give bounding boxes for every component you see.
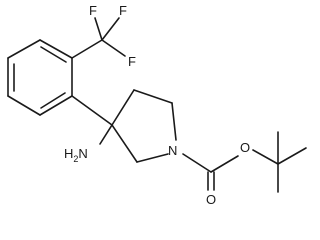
amine-label: H2N — [64, 146, 88, 164]
fluorine-label: F — [89, 3, 97, 18]
bond — [7, 95, 41, 116]
amine-h-subscript: 2 — [73, 154, 78, 164]
nitrogen-label: N — [168, 143, 177, 158]
double-bond-inner — [40, 46, 67, 63]
bond — [210, 155, 239, 173]
bond — [171, 102, 177, 141]
bond — [182, 153, 212, 173]
bond — [101, 39, 126, 57]
benzene-ring — [7, 39, 73, 116]
double-bond-inner — [40, 92, 66, 109]
fluorine-label: F — [119, 3, 127, 18]
bond — [277, 147, 307, 165]
bond — [99, 124, 113, 145]
bond — [111, 124, 138, 163]
ester-oxygen-label: O — [240, 140, 250, 155]
boc-group: O O — [182, 131, 307, 207]
structure-canvas: F F F N H2N O O — [7, 3, 307, 207]
amine-h: H — [64, 146, 73, 161]
bond — [39, 95, 73, 116]
amine-n: N — [78, 146, 87, 161]
pyrrolidine-ring: N — [111, 89, 177, 163]
bond — [94, 17, 103, 41]
bond — [7, 39, 41, 59]
bond — [252, 149, 279, 165]
bond — [71, 95, 113, 126]
amine-group: H2N — [64, 124, 113, 164]
bond — [133, 89, 173, 104]
carbonyl-oxygen-label: O — [206, 192, 216, 207]
chemical-structure: F F F N H2N O O — [7, 3, 307, 207]
fluorine-label: F — [128, 54, 136, 69]
bond — [101, 17, 120, 41]
bond — [71, 39, 103, 59]
trifluoromethyl-group: F F F — [71, 3, 136, 69]
bond — [39, 39, 73, 59]
bond — [136, 153, 169, 163]
bond — [111, 89, 135, 126]
